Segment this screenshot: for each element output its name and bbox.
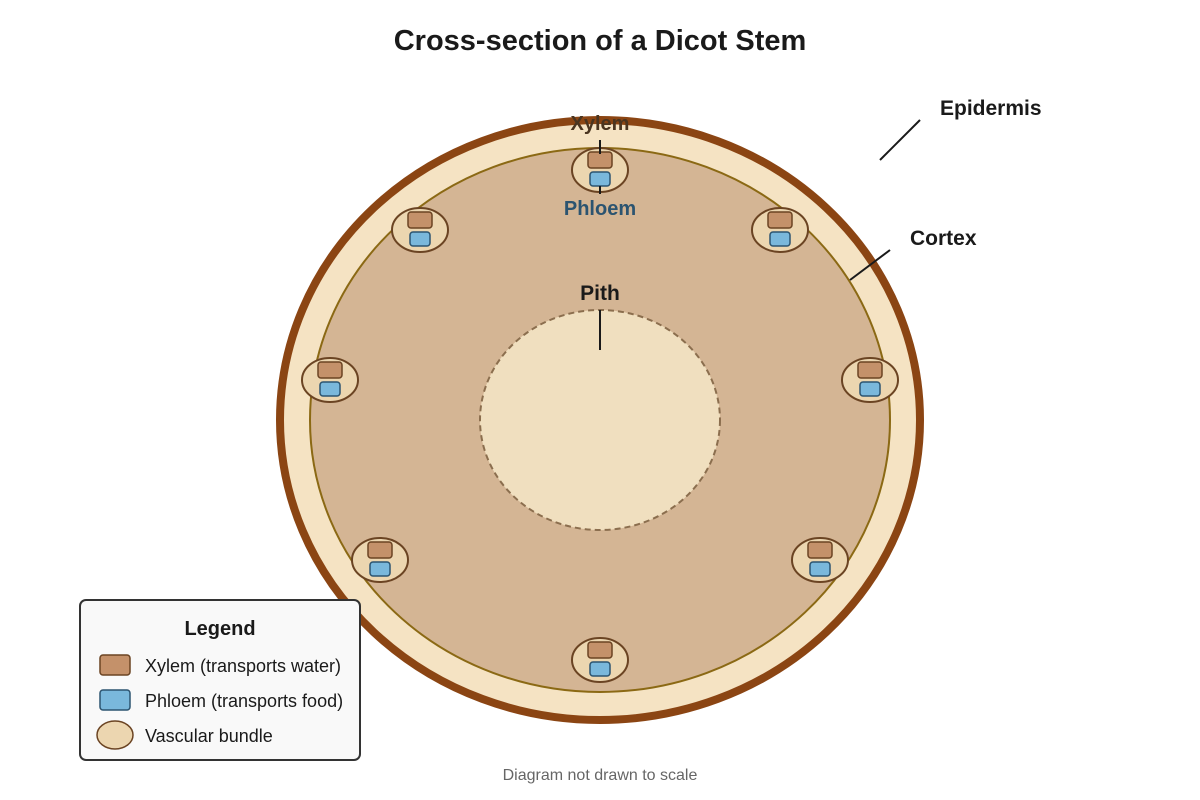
diagram-title: Cross-section of a Dicot Stem — [394, 25, 807, 57]
vascular-bundle-top-right — [751, 207, 809, 253]
legend-swatch-xylem — [99, 654, 131, 676]
bundle-outline — [751, 207, 809, 253]
phloem-patch — [859, 381, 881, 397]
xylem-patch — [587, 151, 613, 169]
phloem-patch — [769, 231, 791, 247]
legend-title: Legend — [184, 618, 255, 640]
xylem-patch — [367, 541, 393, 559]
legend-swatch-bundle — [96, 720, 134, 750]
xylem-patch — [407, 211, 433, 229]
xylem-patch — [857, 361, 883, 379]
vascular-bundle-bottom — [571, 637, 629, 683]
xylem-label: Xylem — [571, 113, 630, 135]
legend-box — [79, 599, 361, 761]
bundle-outline — [791, 537, 849, 583]
xylem-patch — [807, 541, 833, 559]
epidermis-label: Epidermis — [940, 97, 1042, 120]
legend-swatch-phloem — [99, 689, 131, 711]
vascular-bundle-left — [301, 357, 359, 403]
bundle-outline — [351, 537, 409, 583]
phloem-label: Phloem — [564, 198, 636, 220]
vascular-bundle-right — [841, 357, 899, 403]
xylem-patch — [317, 361, 343, 379]
legend-label-xylem: Xylem (transports water) — [145, 656, 341, 676]
legend: Legend Xylem (transports water) Phloem (… — [79, 599, 361, 761]
bundle-outline — [391, 207, 449, 253]
bundle-outline — [301, 357, 359, 403]
phloem-patch — [589, 661, 611, 677]
vascular-bundle-bottom-right — [791, 537, 849, 583]
phloem-patch — [589, 171, 611, 187]
bundle-outline — [841, 357, 899, 403]
bundle-outline — [571, 637, 629, 683]
phloem-patch — [409, 231, 431, 247]
xylem-patch — [587, 641, 613, 659]
vascular-bundle-top — [571, 147, 629, 193]
vascular-bundle-bottom-left — [351, 537, 409, 583]
scale-footnote: Diagram not drawn to scale — [503, 767, 698, 784]
cortex-leader-line — [849, 249, 891, 281]
vascular-bundle-top-left — [391, 207, 449, 253]
epidermis-leader-line — [879, 119, 921, 161]
phloem-patch — [369, 561, 391, 577]
xylem-patch — [767, 211, 793, 229]
legend-label-phloem: Phloem (transports food) — [145, 691, 343, 711]
legend-label-bundle: Vascular bundle — [145, 726, 273, 746]
phloem-patch — [809, 561, 831, 577]
cortex-label: Cortex — [910, 227, 977, 250]
phloem-patch — [319, 381, 341, 397]
pith-label: Pith — [580, 282, 620, 305]
